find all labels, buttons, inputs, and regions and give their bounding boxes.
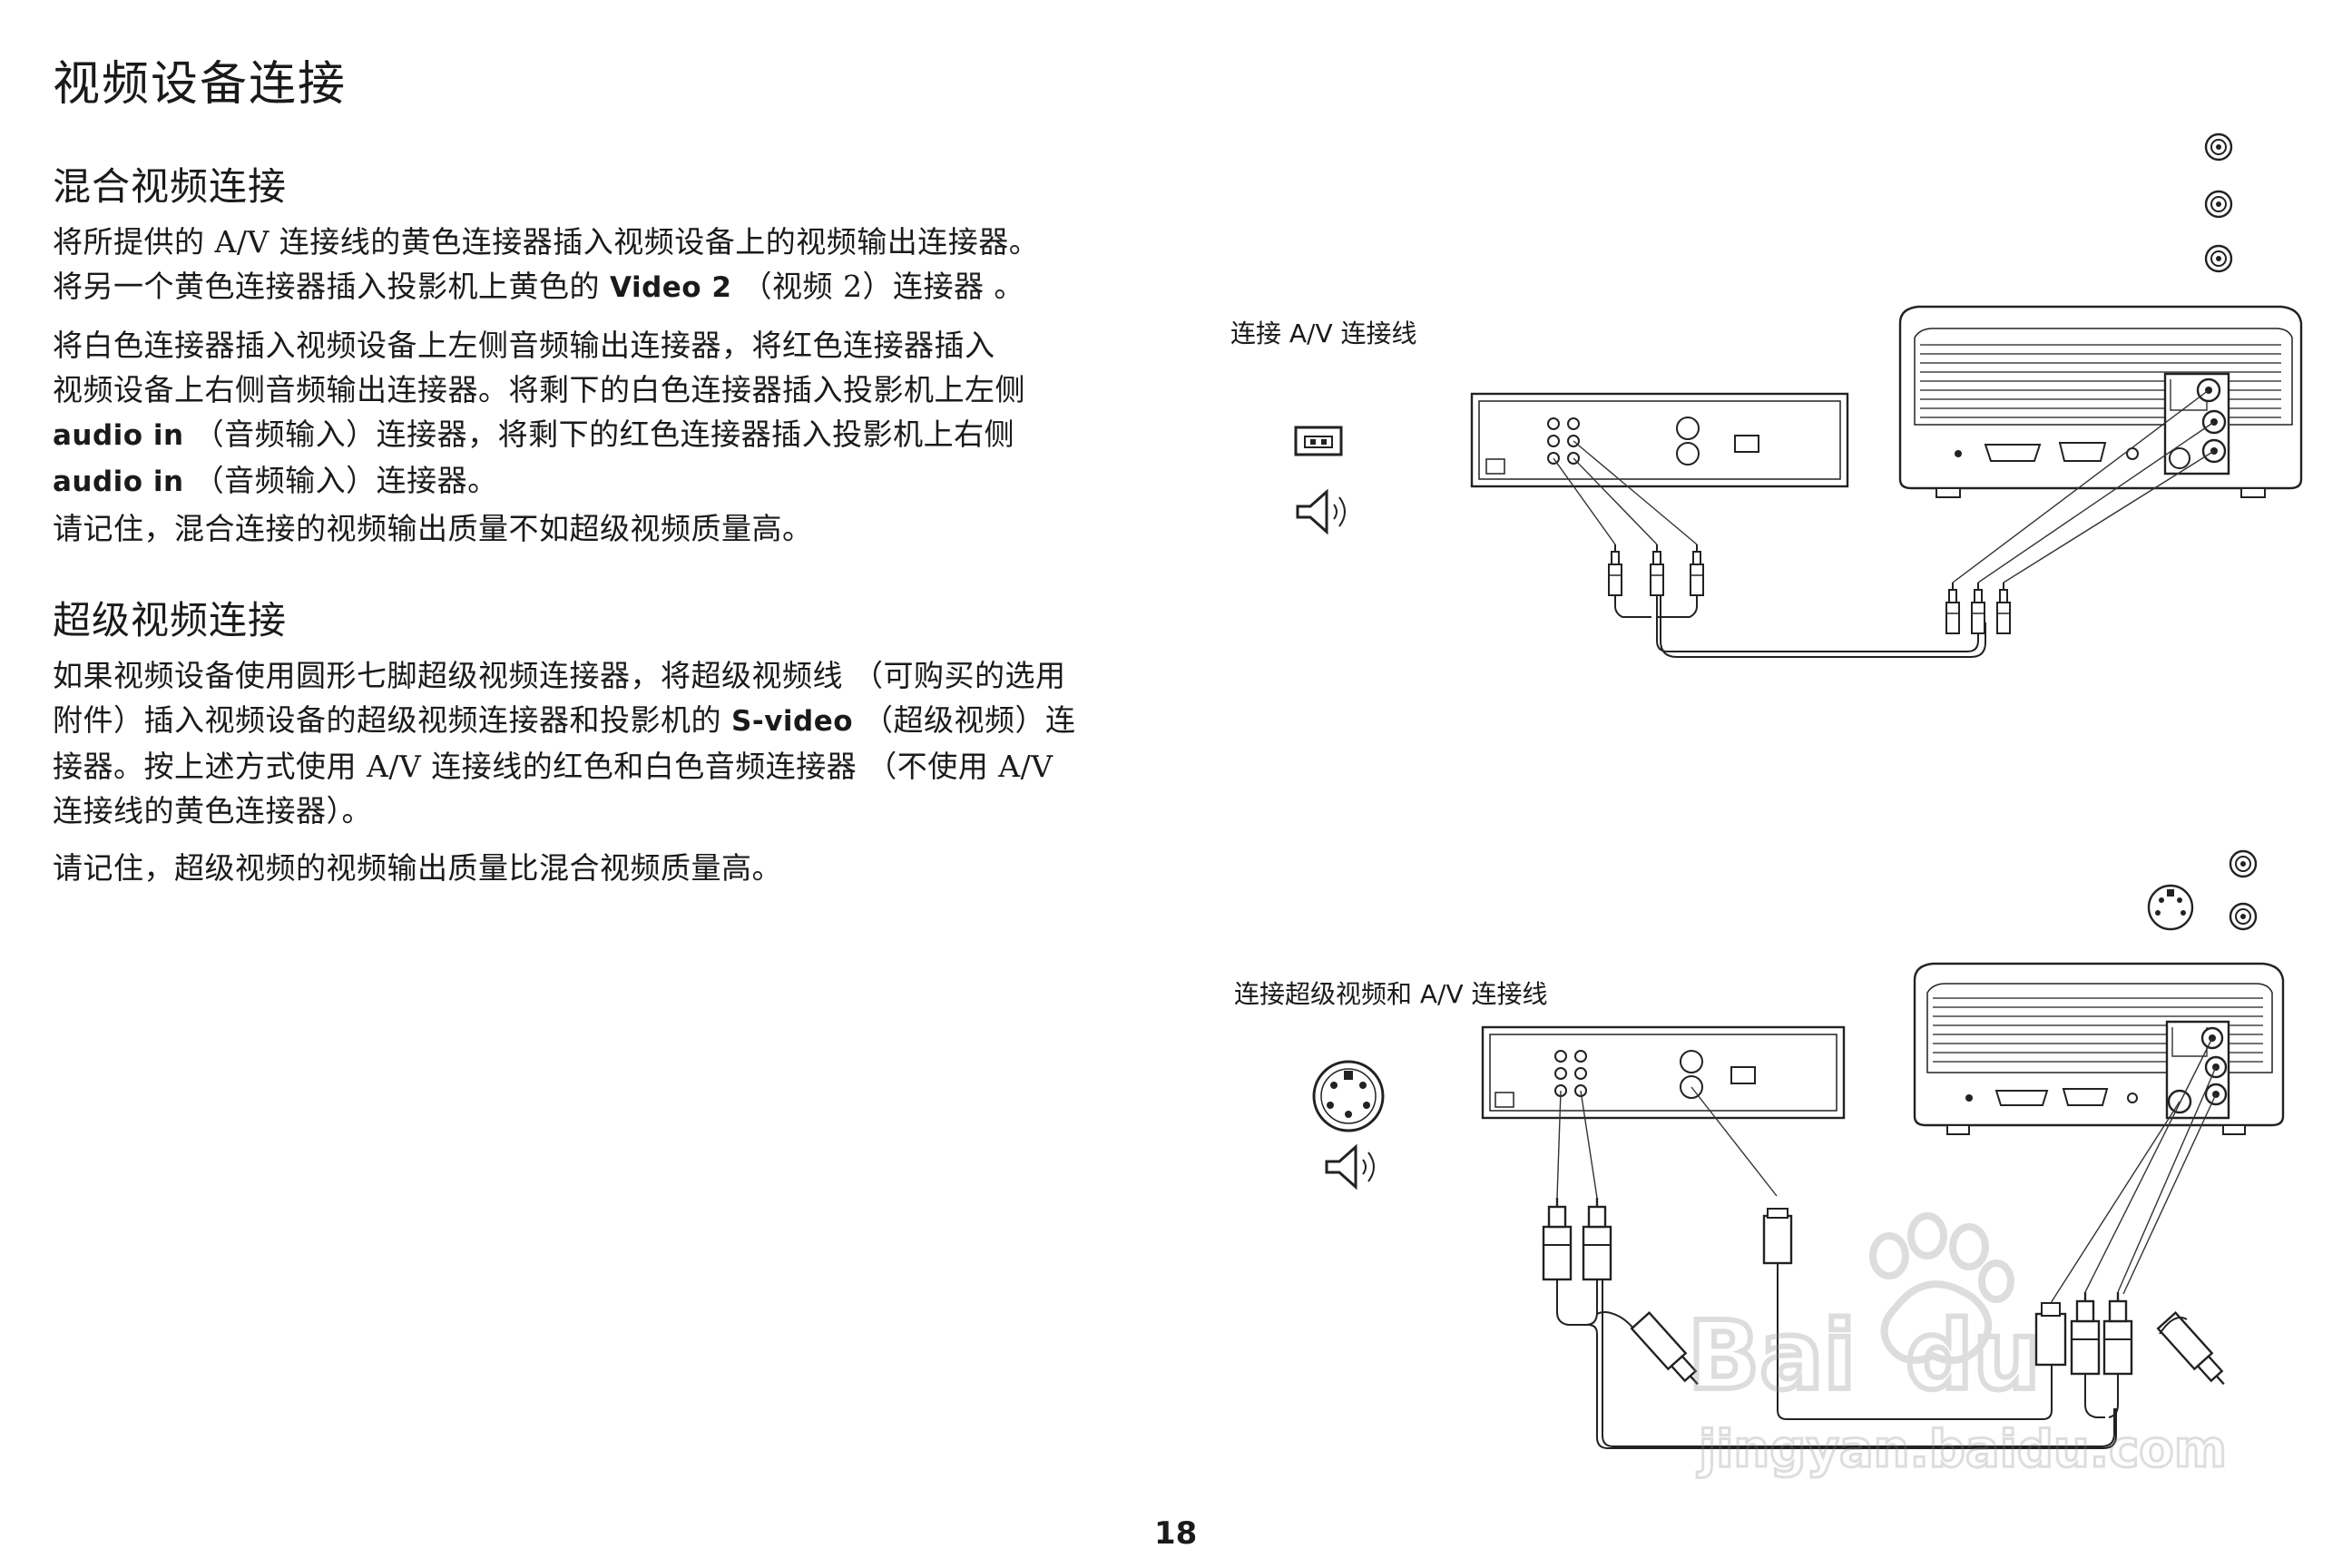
video-device-icon — [1470, 392, 1849, 488]
projector-icon — [1913, 962, 2285, 1135]
svideo-and-av-cable — [1542, 1037, 2225, 1449]
port-label-svideo: S-video — [731, 705, 854, 738]
cable-plug-icon — [1542, 1196, 1573, 1281]
cable-plug-icon — [1608, 544, 1622, 596]
port-label-audio-in: audio in — [53, 466, 184, 498]
text-line: 将白色连接器插入视频设备上左侧音频输出连接器，将红色连接器插入 — [53, 328, 995, 363]
section-heading-svideo: 超级视频连接 — [53, 598, 288, 642]
composite-paragraph-1: 将所提供的 A/V 连接线的黄色连接器插入视频设备上的视频输出连接器。 将另一个… — [53, 220, 1151, 310]
page-number: 18 — [1154, 1515, 1198, 1552]
text-line: （超级视频）连 — [863, 702, 1076, 738]
text-line: 接器。按上述方式使用 A/V 连接线的红色和白色音频连接器 （不使用 A/V — [53, 749, 1054, 784]
svg-text:du: du — [1906, 1300, 2040, 1411]
cable-plug-icon — [1650, 544, 1664, 596]
figure-1-caption: 连接 A/V 连接线 — [1230, 318, 1417, 348]
cable-plug-icon — [1690, 544, 1704, 596]
composite-paragraph-2: 将白色连接器插入视频设备上左侧音频输出连接器，将红色连接器插入 视频设备上右侧音… — [53, 323, 1151, 505]
cable-plug-icon — [2034, 1302, 2067, 1367]
svg-text:jingyan.baidu.com: jingyan.baidu.com — [1697, 1420, 2227, 1479]
rca-jack-icon — [2204, 244, 2233, 273]
text-line: 视频设备上右侧音频输出连接器。将剩下的白色连接器插入投影机上左侧 — [53, 372, 1025, 407]
svg-text:Bai: Bai — [1688, 1300, 1856, 1411]
diagram-svideo — [1312, 849, 2285, 1449]
section-heading-composite: 混合视频连接 — [53, 164, 288, 209]
text-line: 连接线的黄色连接器）。 — [53, 793, 372, 828]
cable-plug-icon — [2156, 1311, 2225, 1386]
port-label-audio-in: audio in — [53, 419, 184, 452]
av-cable — [1553, 389, 2215, 658]
text-line: （音频输入）连接器，将剩下的红色连接器插入投影机上右侧 — [193, 416, 1015, 452]
text-line: 将所提供的 A/V 连接线的黄色连接器插入视频设备上的视频输出连接器。 — [53, 224, 1040, 260]
svideo-paragraph-1: 如果视频设备使用圆形七脚超级视频连接器，将超级视频线 （可购买的选用 附件）插入… — [53, 653, 1151, 833]
cable-plug-icon — [1996, 582, 2011, 634]
page-title: 视频设备连接 — [53, 57, 348, 112]
video-connector-icon — [1294, 426, 1343, 456]
svideo-connector-icon — [1312, 1060, 1385, 1132]
text-line: 附件）插入视频设备的超级视频连接器和投影机的 — [53, 702, 731, 738]
cable-plug-icon — [2102, 1290, 2133, 1376]
figure-2-caption: 连接超级视频和 A/V 连接线 — [1234, 979, 1548, 1009]
cable-plug-icon — [1630, 1311, 1699, 1386]
port-label-video2: Video 2 — [610, 271, 732, 304]
svideo-paragraph-2: 请记住，超级视频的视频输出质量比混合视频质量高。 — [53, 850, 782, 886]
text-line: （视频 2）连接器 。 — [741, 269, 1024, 304]
speaker-icon — [1325, 1143, 1375, 1191]
text-line: （音频输入）连接器。 — [193, 463, 498, 498]
rca-jack-icon — [2229, 849, 2258, 878]
rca-jack-icon — [2229, 902, 2258, 931]
text-line: 如果视频设备使用圆形七脚超级视频连接器，将超级视频线 （可购买的选用 — [53, 658, 1066, 693]
text-line: 将另一个黄色连接器插入投影机上黄色的 — [53, 269, 610, 304]
baidu-watermark: Bai du jingyan.baidu.com — [1685, 1212, 2229, 1481]
diagram-composite — [1294, 132, 2303, 658]
speaker-icon — [1296, 488, 1346, 535]
cable-plug-icon — [1971, 582, 1985, 634]
svideo-connector-icon — [2147, 884, 2194, 931]
cable-plug-icon — [2070, 1290, 2101, 1376]
paw-logo-icon — [1869, 1212, 2014, 1365]
projector-icon — [1898, 305, 2303, 498]
rca-jack-icon — [2204, 132, 2233, 162]
cable-plug-icon — [1945, 582, 1960, 634]
cable-plug-icon — [1762, 1208, 1793, 1265]
cable-plug-icon — [1582, 1196, 1612, 1281]
video-device-icon — [1481, 1025, 1846, 1120]
rca-jack-icon — [2204, 190, 2233, 219]
composite-paragraph-3: 请记住，混合连接的视频输出质量不如超级视频质量高。 — [53, 511, 813, 546]
